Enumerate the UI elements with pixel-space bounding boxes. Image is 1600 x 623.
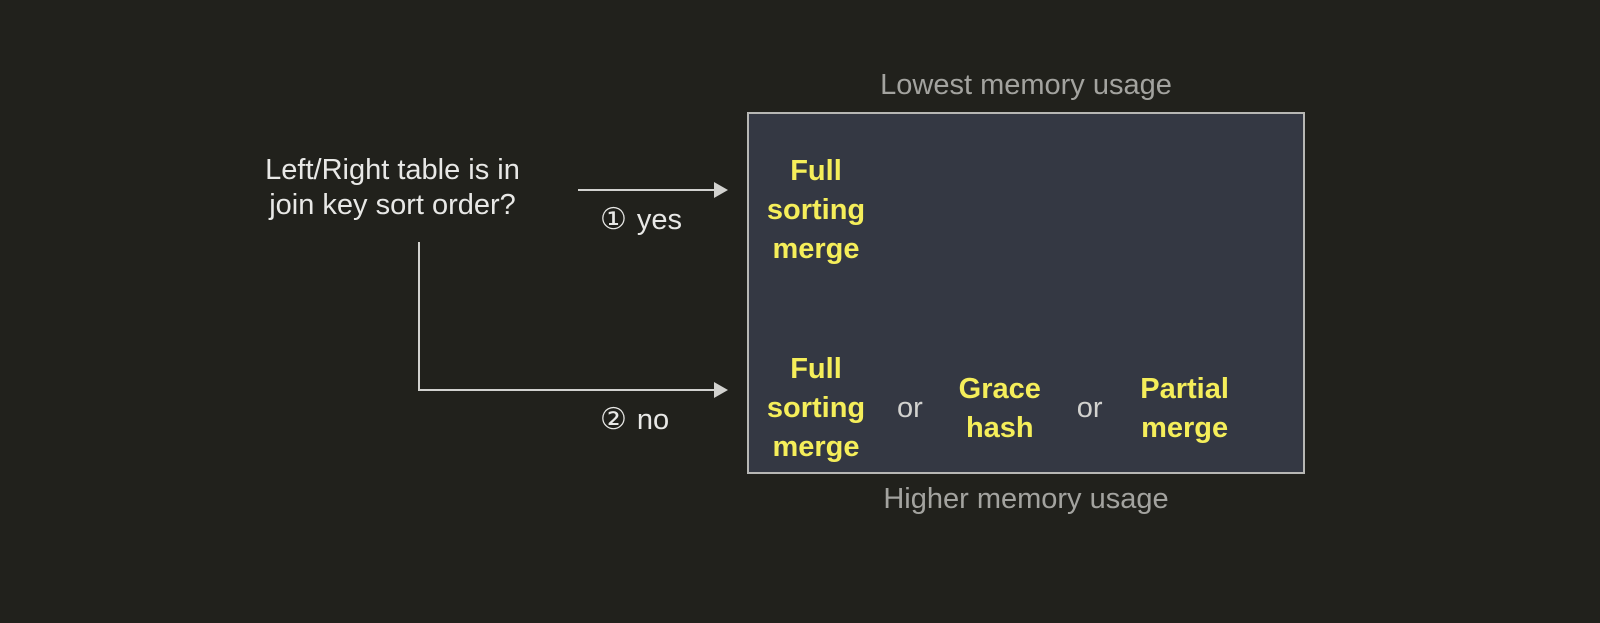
- circled-number-one-icon: ①: [600, 203, 627, 236]
- option-separator-or: or: [897, 392, 923, 424]
- branch-label-no: ② no: [600, 403, 670, 437]
- outcome-row-sorted: Full sorting merge: [749, 138, 1303, 283]
- branch-label-yes-text: yes: [636, 204, 683, 236]
- branch-label-no-text: no: [636, 404, 670, 436]
- caption-lowest-memory-usage: Lowest memory usage: [880, 69, 1172, 101]
- outcome-panel: Full sorting merge Full sorting merge or…: [747, 112, 1305, 474]
- circled-number-two-icon: ②: [600, 403, 627, 436]
- no-branch-connector-horizontal: [418, 389, 716, 391]
- outcome-option-full-sorting-merge: Full sorting merge: [766, 155, 866, 265]
- decision-question-text: Left/Right table is in join key sort ord…: [265, 154, 520, 221]
- no-branch-connector-vertical: [418, 242, 420, 391]
- outcome-option-grace-hash: Grace hash: [958, 372, 1041, 444]
- yes-branch-arrowhead-icon: [714, 182, 728, 198]
- option-separator-or: or: [1076, 392, 1103, 424]
- no-branch-arrowhead-icon: [714, 382, 728, 398]
- outcome-option-partial-merge: Partial merge: [1140, 372, 1229, 444]
- outcome-row-unsorted: Full sorting merge or Grace hash or Part…: [749, 336, 1303, 481]
- yes-branch-connector-line: [578, 189, 716, 191]
- outcome-option-full-sorting-merge: Full sorting merge: [766, 353, 866, 463]
- caption-higher-memory-usage: Higher memory usage: [883, 483, 1169, 515]
- branch-label-yes: ① yes: [600, 203, 683, 237]
